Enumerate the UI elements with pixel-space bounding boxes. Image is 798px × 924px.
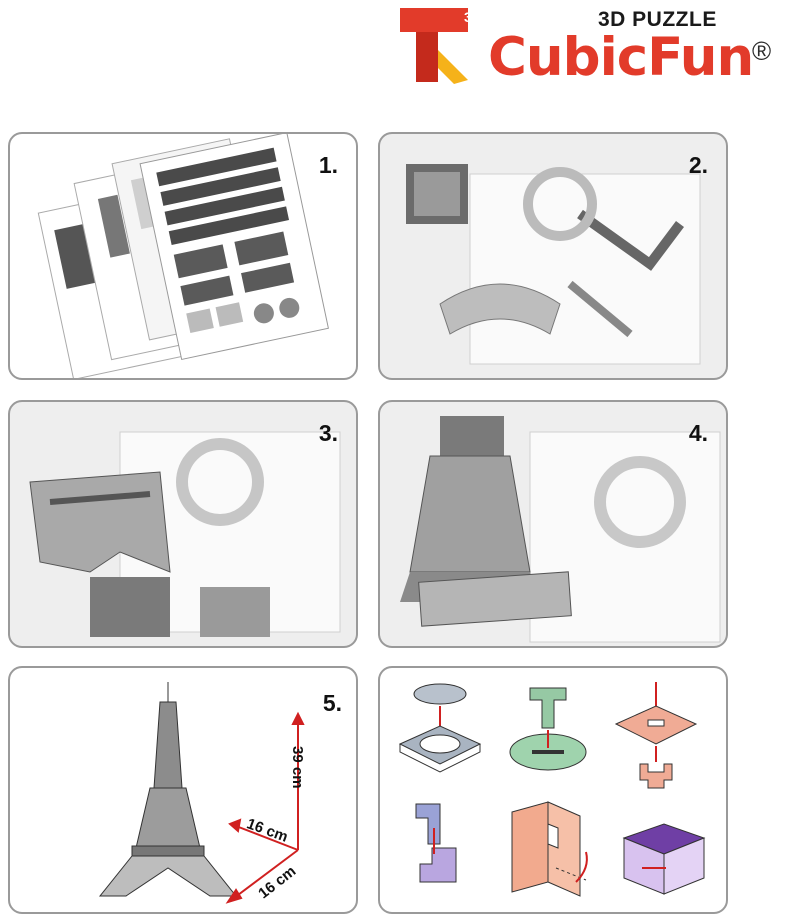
brand-header: 3 3D PUZZLE CubicFun ® bbox=[0, 0, 798, 100]
brand-name: CubicFun bbox=[488, 27, 754, 88]
dimension-arrows bbox=[225, 711, 305, 904]
step-2-panel: 2. bbox=[378, 132, 728, 380]
assembly-tips-panel bbox=[378, 666, 728, 914]
assembly-photo-step-2 bbox=[406, 164, 701, 365]
hook-tab-join-icon bbox=[415, 803, 457, 883]
assembly-photo-step-3 bbox=[29, 431, 341, 637]
step-1-panel: 1. bbox=[8, 132, 358, 380]
step-5-panel: 5. 39 cm 16 cm 16 cm bbox=[8, 666, 358, 914]
round-tab-in-square-slot-icon bbox=[398, 683, 482, 773]
step-number-2: 2. bbox=[688, 152, 708, 178]
box-corner-insert-icon bbox=[622, 823, 706, 895]
step-number-5: 5. bbox=[322, 690, 342, 716]
cubicfun-logo-icon: 3 bbox=[400, 8, 472, 84]
t-tab-into-disc-slot-icon bbox=[509, 687, 587, 771]
registered-mark: ® bbox=[752, 36, 772, 66]
step-number-4: 4. bbox=[688, 420, 708, 446]
cross-tab-through-plate-icon bbox=[614, 682, 698, 789]
step-3-panel: 3. bbox=[8, 400, 358, 648]
folding-slot-panel-icon bbox=[511, 801, 588, 897]
logo-superscript: 3 bbox=[464, 9, 472, 25]
step-number-3: 3. bbox=[318, 420, 338, 446]
step-4-panel: 4. bbox=[378, 400, 728, 648]
assembly-tips-illustrations bbox=[398, 682, 706, 897]
eiffel-tower-dimension-diagram bbox=[98, 682, 305, 904]
eiffel-tower-model bbox=[98, 682, 238, 897]
dimension-height: 39 cm bbox=[289, 746, 306, 789]
subtitle-3d-puzzle: 3D PUZZLE bbox=[598, 8, 717, 31]
step-number-1: 1. bbox=[318, 152, 338, 178]
assembly-photo-step-4 bbox=[400, 416, 721, 643]
puzzle-sheets-illustration bbox=[37, 134, 329, 378]
